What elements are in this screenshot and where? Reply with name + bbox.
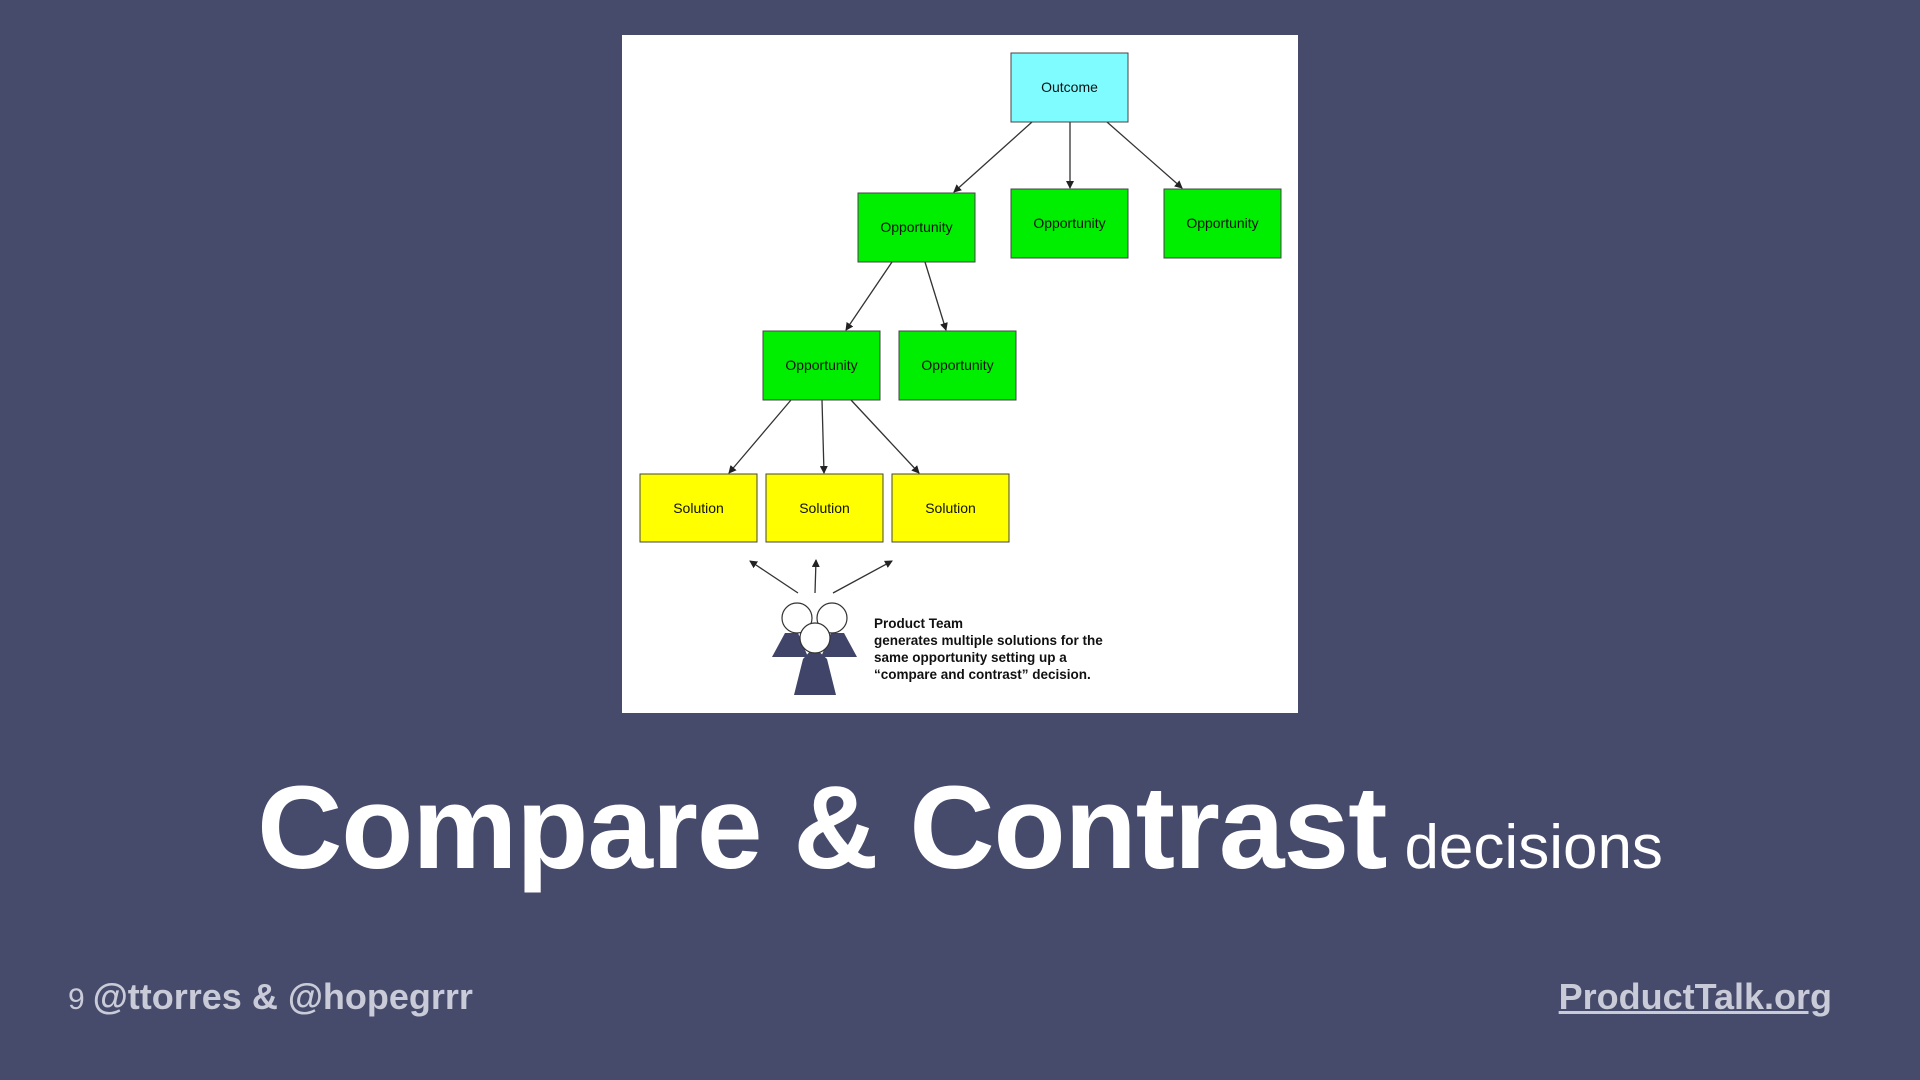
opportunity-box: [1010, 188, 1129, 259]
diagram-panel: Outcome Opportunity Opportunity Opportun…: [622, 35, 1298, 713]
edge-outcome-opportunity-1: [953, 121, 1033, 193]
edge-sub-solution-2: [819, 399, 828, 474]
team-description-line: “compare and contrast” decision.: [874, 667, 1091, 682]
solution-box: [639, 473, 758, 543]
opportunity-label: Opportunity: [785, 357, 857, 373]
solution-node-1: Solution: [639, 473, 758, 543]
team-head-left: [781, 602, 813, 634]
outcome-node: Outcome: [1010, 52, 1129, 123]
team-body-left: [772, 633, 808, 657]
opportunity-label: Opportunity: [1033, 215, 1105, 231]
product-team-caption: Product Team generates multiple solution…: [874, 615, 1134, 683]
team-head-center: [799, 622, 831, 654]
product-team-icon: [772, 602, 857, 695]
tree-connectors: [728, 121, 1183, 594]
sub-opportunity-node-1: Opportunity: [762, 330, 881, 401]
slide-number: 9: [68, 983, 85, 1016]
footer-credits: 9@ttorres & @hopegrrr: [68, 976, 473, 1018]
team-body-center: [794, 647, 836, 695]
opportunity-box: [857, 192, 976, 263]
sub-opportunity-node-2: Opportunity: [898, 330, 1017, 401]
slide-title-sub: decisions: [1404, 813, 1663, 882]
edge-sub-solution-3: [850, 399, 920, 474]
edge-opportunity-sub-2: [924, 261, 948, 331]
opportunity-box: [762, 330, 881, 401]
solution-node-2: Solution: [765, 473, 884, 543]
edge-team-solution-1: [749, 560, 799, 594]
edge-team-solution-3: [832, 560, 893, 594]
opportunity-box: [898, 330, 1017, 401]
site-link[interactable]: ProductTalk.org: [1558, 976, 1832, 1017]
opportunity-box: [1163, 188, 1282, 259]
edge-sub-solution-1: [728, 399, 792, 474]
team-title: Product Team: [874, 616, 964, 631]
edge-team-solution-2: [811, 559, 820, 594]
opportunity-solution-tree: Outcome Opportunity Opportunity Opportun…: [639, 52, 1282, 695]
slide-title-main: Compare & Contrast: [257, 762, 1387, 894]
solution-label: Solution: [925, 500, 976, 516]
author-handles: @ttorres & @hopegrrr: [92, 976, 473, 1017]
solution-box: [765, 473, 884, 543]
outcome-label: Outcome: [1041, 79, 1098, 95]
opportunity-label: Opportunity: [1186, 215, 1258, 231]
opportunity-label: Opportunity: [880, 219, 952, 235]
solution-node-3: Solution: [891, 473, 1010, 543]
edge-outcome-opportunity-3: [1106, 121, 1183, 189]
team-description-line: generates multiple solutions for the: [874, 633, 1103, 648]
outcome-box: [1010, 52, 1129, 123]
team-head-right: [816, 602, 848, 634]
edge-opportunity-sub-1: [845, 261, 893, 331]
solution-label: Solution: [673, 500, 724, 516]
opportunity-node-1: Opportunity: [857, 192, 976, 263]
solution-label: Solution: [799, 500, 850, 516]
team-description-line: same opportunity setting up a: [874, 650, 1067, 665]
opportunity-node-3: Opportunity: [1163, 188, 1282, 259]
opportunity-label: Opportunity: [921, 357, 993, 373]
opportunity-node-2: Opportunity: [1010, 188, 1129, 259]
solution-box: [891, 473, 1010, 543]
